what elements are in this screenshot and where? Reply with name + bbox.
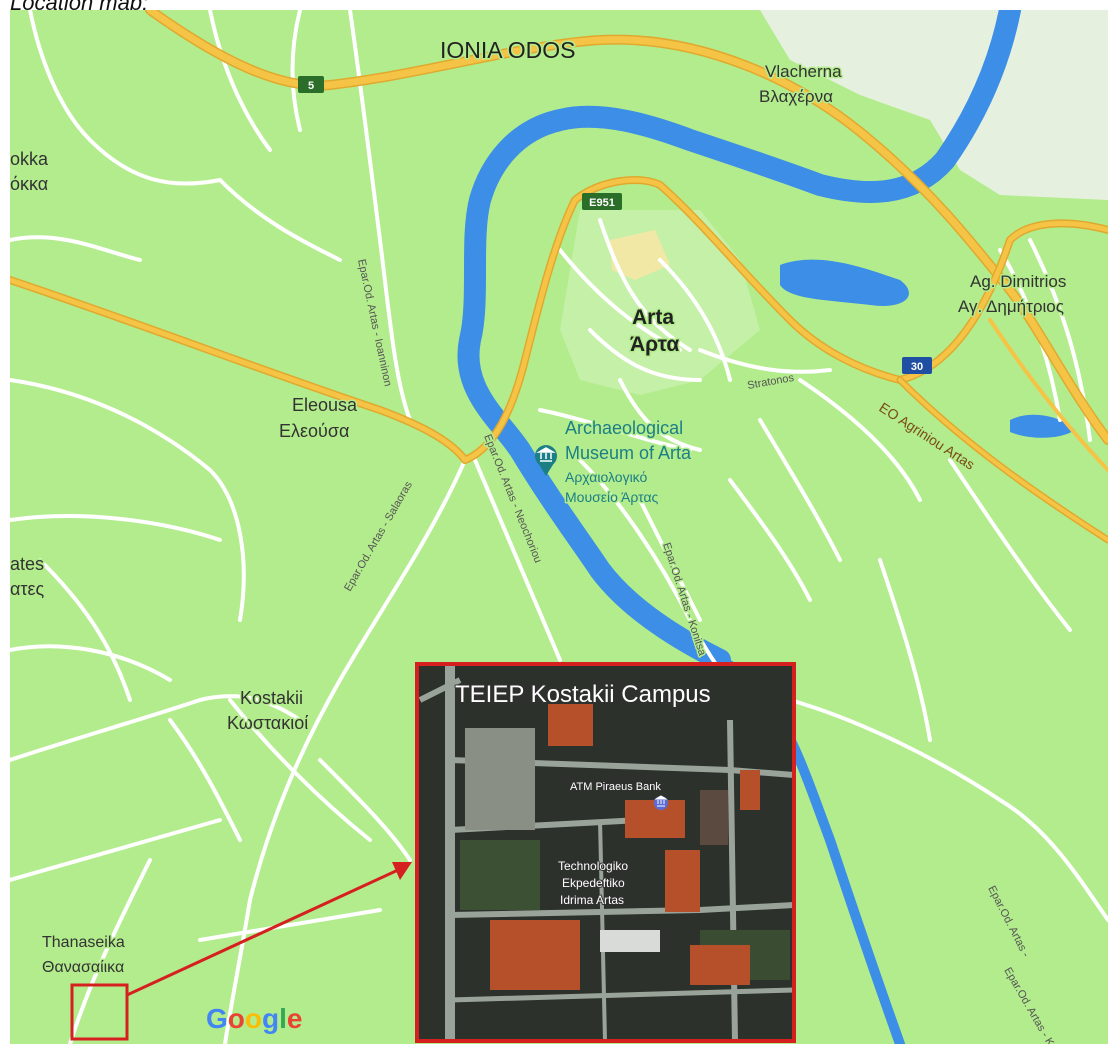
label-eleousa-gr: Ελεούσα bbox=[279, 421, 349, 441]
google-logo-letter: o bbox=[228, 1003, 245, 1034]
label-kostakii-gr: Κωστακιοί bbox=[227, 713, 308, 733]
route-shield-e951: E951 bbox=[582, 193, 622, 210]
google-logo-letter: g bbox=[262, 1003, 279, 1034]
inset-building-roof-1 bbox=[548, 704, 593, 746]
inset-road-right-vertical bbox=[727, 719, 738, 1042]
google-logo-letter: e bbox=[287, 1003, 303, 1034]
minor-roads bbox=[10, 10, 1108, 1044]
inset-border bbox=[415, 662, 796, 1043]
lake bbox=[780, 259, 909, 306]
route-shield-30-label: 30 bbox=[911, 361, 923, 373]
museum-pin-tail bbox=[538, 463, 554, 476]
inset-institute-1: Technologiko bbox=[558, 859, 628, 873]
inset-building-gray bbox=[465, 728, 535, 830]
label-rokka-en: okka bbox=[10, 149, 49, 169]
label-vlacherna-en: Vlacherna bbox=[765, 62, 842, 81]
label-ag-dimitrios-en: Ag. Dimitrios bbox=[970, 272, 1066, 291]
urban-area-vlacherna bbox=[760, 10, 1108, 200]
inset-atm-label: ATM Piraeus Bank bbox=[570, 781, 661, 793]
label-arta-gr: Άρτα bbox=[630, 333, 679, 356]
inset-building-roof-5 bbox=[690, 945, 750, 985]
inset-building-roof-3 bbox=[665, 850, 700, 912]
inset-building-roof-4 bbox=[490, 920, 580, 990]
label-ates-gr: ατες bbox=[10, 579, 45, 599]
inset-road-bottom bbox=[449, 987, 795, 1003]
google-logo-letter: G bbox=[206, 1003, 228, 1034]
label-kostakii-en: Kostakii bbox=[240, 688, 303, 708]
svg-text:Google: Google bbox=[206, 1003, 302, 1034]
yellow-block bbox=[610, 230, 670, 280]
museum-label-en-1: Archaeological bbox=[565, 418, 683, 438]
callout-arrow-line bbox=[126, 868, 399, 997]
museum-poi[interactable]: Archaeological Museum of Arta Αρχαιολογι… bbox=[535, 417, 694, 507]
google-logo-letter: l bbox=[279, 1003, 287, 1034]
label-thanaseika-en: Thanaseika bbox=[42, 934, 125, 951]
museum-icon-glyph bbox=[536, 447, 556, 462]
label-vlacherna-gr: Βλαχέρνα bbox=[759, 87, 833, 106]
route-shield-5: 5 bbox=[298, 76, 324, 93]
label-arta-en: Arta bbox=[632, 306, 674, 329]
route-shield-5-label: 5 bbox=[308, 80, 314, 92]
inset-road-diagonal bbox=[418, 677, 462, 703]
campus-location-marker[interactable] bbox=[70, 983, 129, 1041]
bank-icon bbox=[654, 795, 668, 810]
museum-label-en-2: Museum of Arta bbox=[565, 443, 692, 463]
route-shield-30: 30 bbox=[902, 357, 932, 374]
inset-institute-2: Ekpedeftiko bbox=[562, 876, 625, 890]
inset-field-1 bbox=[460, 840, 540, 910]
label-ionia-odos: IONIA ODOS bbox=[440, 37, 575, 63]
label-eleousa-en: Eleousa bbox=[292, 395, 358, 415]
google-logo: Google bbox=[206, 1003, 302, 1034]
route-shield-e951-label: E951 bbox=[589, 197, 615, 209]
label-thanaseika-gr: Θανασαίικα bbox=[42, 959, 124, 976]
inset-title: TEIEP Kostakii Campus bbox=[455, 681, 711, 708]
callout-arrow-head bbox=[392, 862, 412, 880]
label-rokka-gr: όκκα bbox=[10, 174, 48, 194]
google-logo-letter: o bbox=[245, 1003, 262, 1034]
label-ag-dimitrios-gr: Αγ. Δημήτριος bbox=[958, 297, 1064, 316]
inset-institute-3: Idrima Artas bbox=[560, 893, 624, 907]
inset-building-roof-6 bbox=[740, 770, 760, 810]
map-view[interactable]: 5 E951 30 IONIA ODOS Vlacherna Βλαχέρνα … bbox=[10, 10, 1108, 1044]
label-ates-en: ates bbox=[10, 554, 44, 574]
inset-court bbox=[700, 790, 728, 845]
inset-building-white bbox=[600, 930, 660, 952]
campus-satellite-inset[interactable]: TEIEP Kostakii Campus ATM Piraeus Bank T… bbox=[415, 662, 796, 1043]
museum-label-gr-1: Αρχαιολογικό bbox=[565, 469, 648, 485]
museum-label-gr-2: Μουσείο Άρτας bbox=[565, 489, 659, 505]
